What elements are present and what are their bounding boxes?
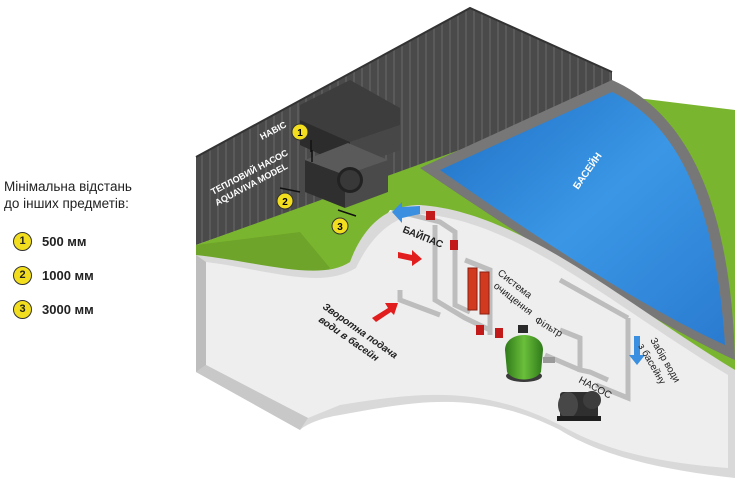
legend-badge: 2 (13, 265, 32, 285)
distance-legend: Мінімальна відстань до інших предметів: … (4, 178, 189, 332)
legend-title: Мінімальна відстань до інших предметів: (4, 178, 189, 212)
cleaning-system (426, 211, 503, 338)
sand-filter (505, 325, 555, 382)
marker-1: 1 (291, 123, 309, 141)
flow-arrows (372, 202, 645, 365)
pool-pump (557, 391, 601, 421)
legend-value: 3000 мм (42, 301, 94, 317)
svg-text:1: 1 (297, 128, 303, 139)
legend-value: 500 мм (42, 233, 87, 249)
legend-value: 1000 мм (42, 267, 94, 283)
legend-item: 3 3000 мм (4, 298, 189, 320)
svg-text:2: 2 (282, 197, 288, 208)
fence (195, 6, 613, 245)
legend-badge: 1 (13, 231, 32, 251)
legend-item: 1 500 мм (4, 230, 189, 252)
legend-badge: 3 (13, 299, 32, 319)
legend-item: 2 1000 мм (4, 264, 189, 286)
marker-3: 3 (331, 217, 349, 235)
legend-title-line1: Мінімальна відстань (4, 179, 132, 194)
legend-title-line2: до інших предметів: (4, 196, 129, 211)
pool (420, 80, 735, 360)
heat-pump-unit (300, 80, 400, 208)
marker-2: 2 (276, 192, 294, 210)
distance-arrows (279, 140, 357, 217)
svg-text:3: 3 (337, 222, 343, 233)
